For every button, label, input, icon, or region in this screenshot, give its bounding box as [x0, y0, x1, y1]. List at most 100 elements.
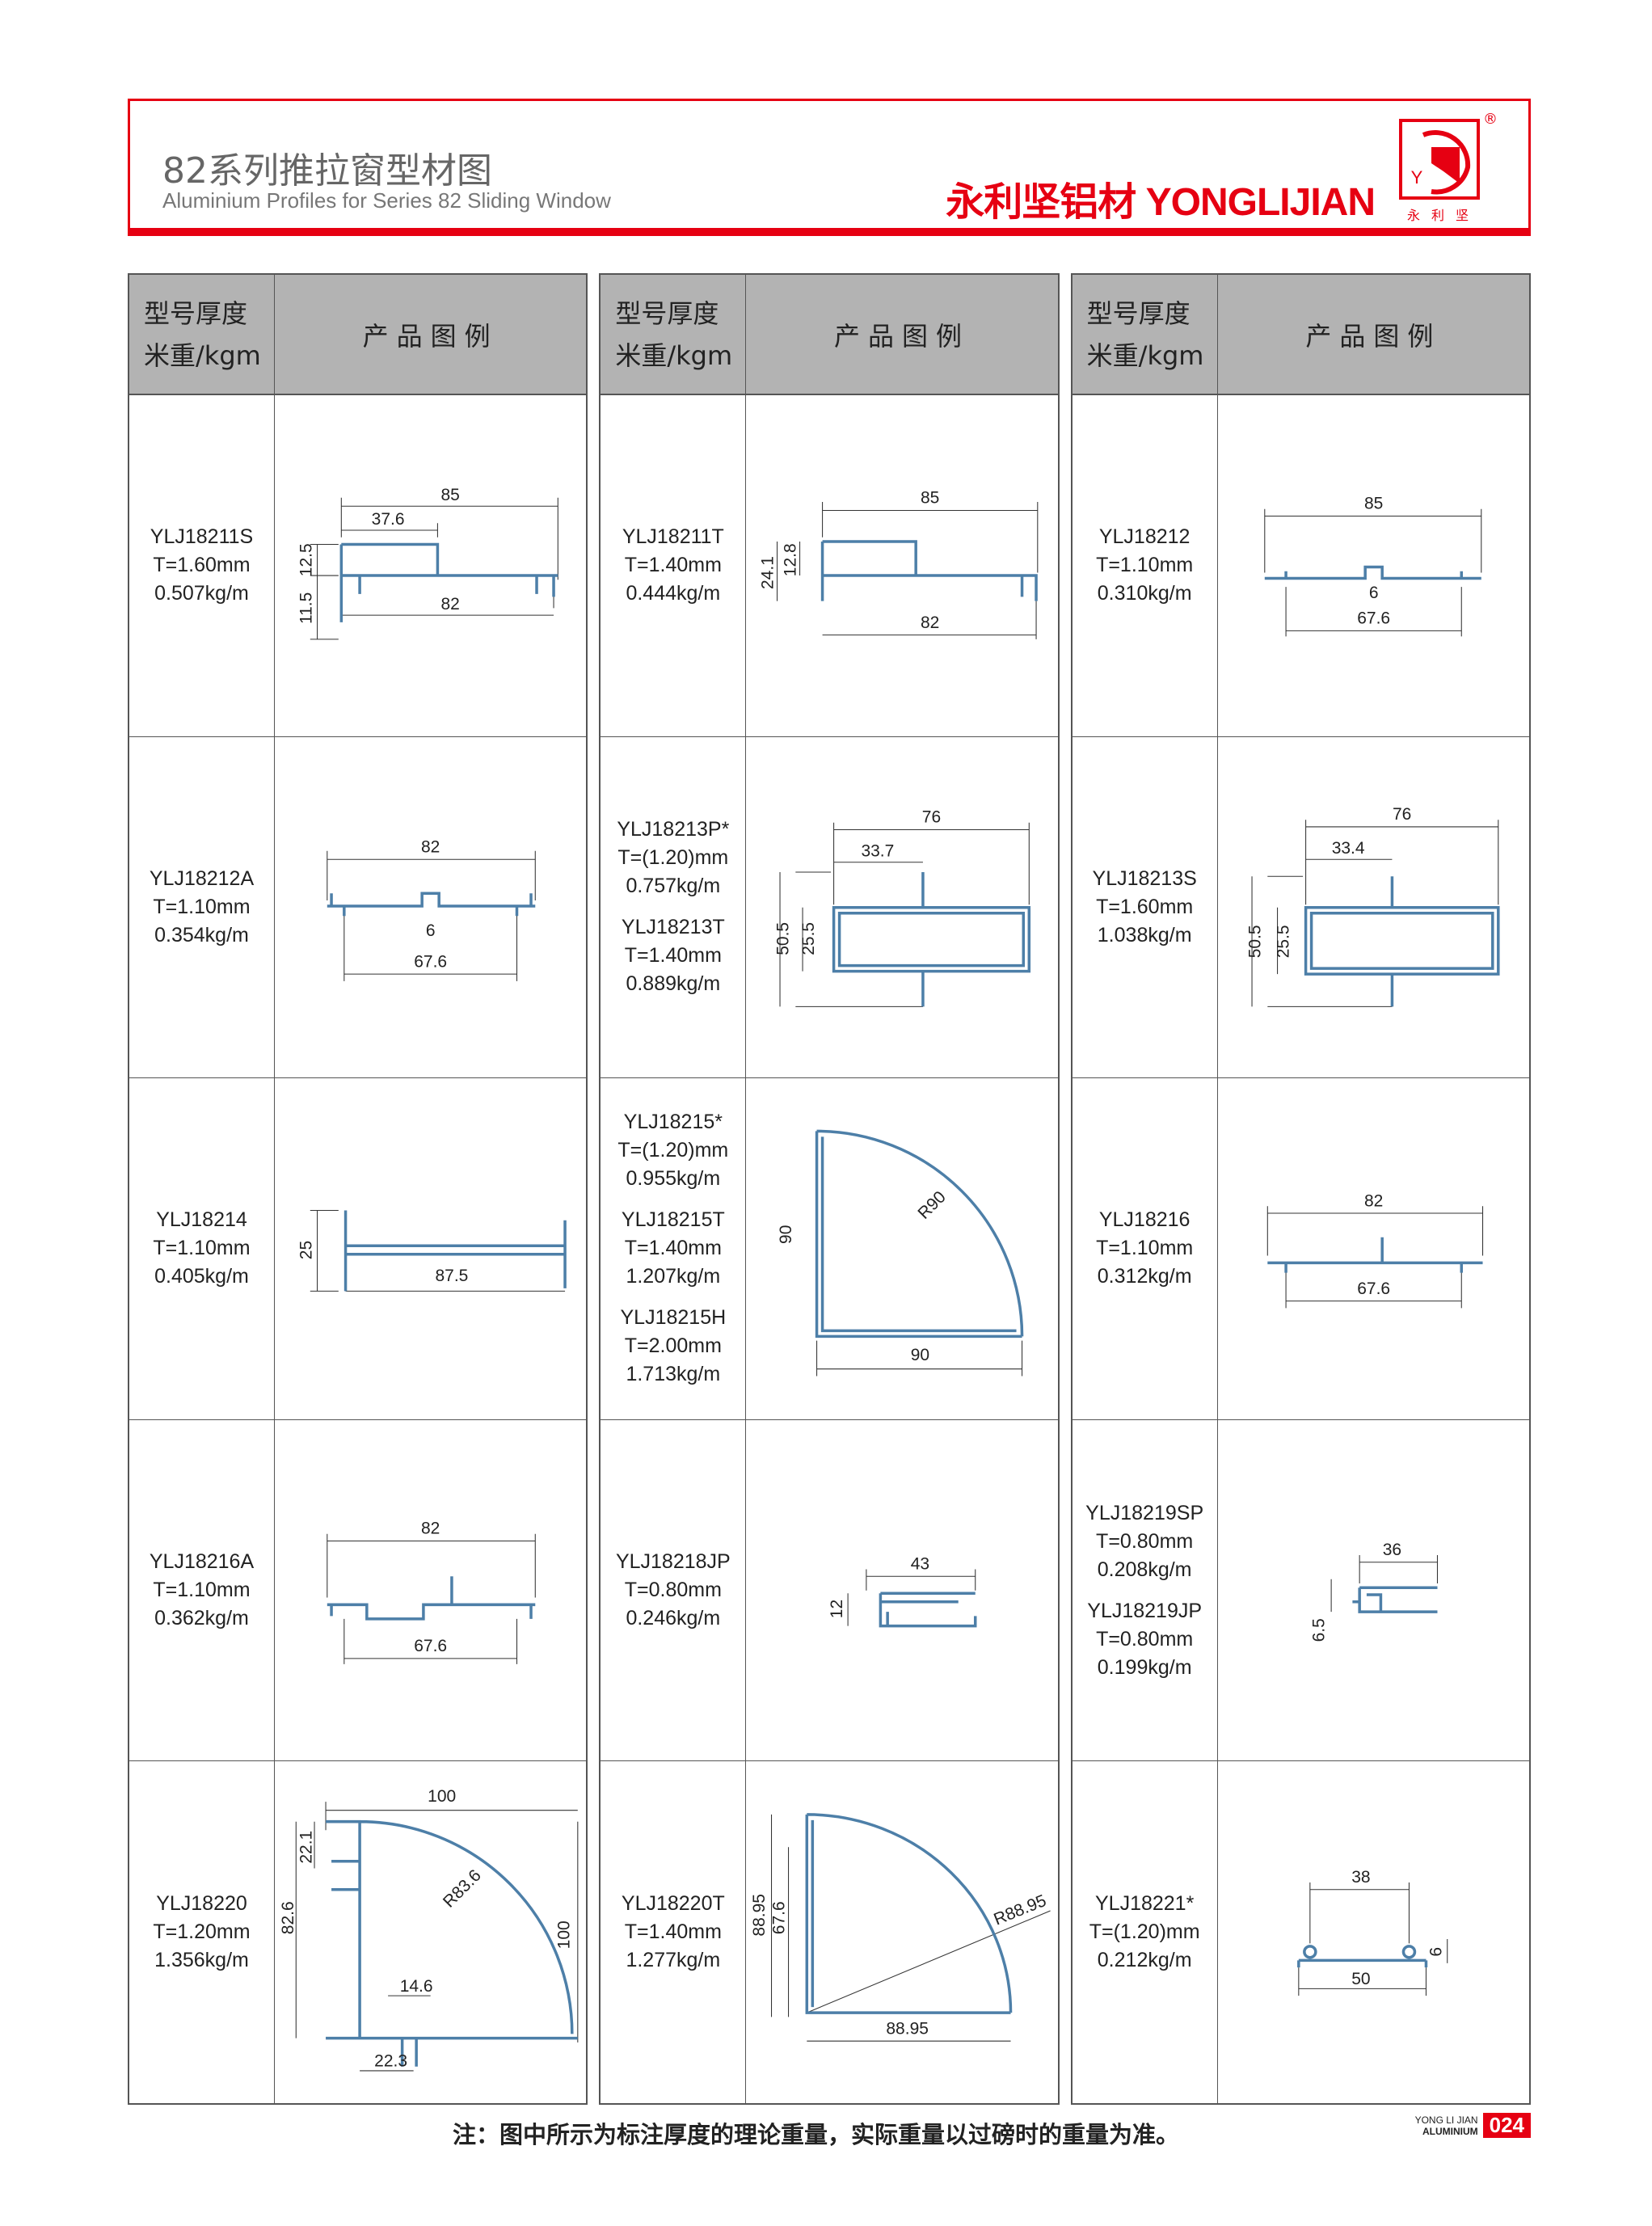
- model-code: YLJ18215T: [621, 1208, 725, 1232]
- dimension-label: 67.6: [1357, 1280, 1390, 1298]
- model-thickness: T=0.80mm: [1096, 1627, 1194, 1651]
- profile-drawing: 100 22.1 82.6 R83.6 100 14.6 22.3: [275, 1761, 586, 2103]
- dimension-label: 6: [1427, 1947, 1445, 1957]
- model-cell: YLJ18211T T=1.40mm 0.444kg/m: [601, 395, 747, 737]
- profile-drawing: 88.95 67.6 R88.95 88.95: [746, 1761, 1057, 2103]
- registered-mark: ®: [1483, 111, 1498, 128]
- profile-drawing: 90 R90 90: [746, 1078, 1058, 1420]
- model-weight: 0.444kg/m: [626, 582, 721, 605]
- header-line: 米重/kgm: [1086, 339, 1204, 371]
- dimension-label: 90: [911, 1346, 929, 1364]
- model-weight: 0.955kg/m: [626, 1167, 721, 1191]
- model-weight: 1.713kg/m: [626, 1363, 721, 1386]
- logo-subtitle: 永利坚: [1406, 208, 1480, 223]
- model-weight: 0.354kg/m: [154, 923, 249, 946]
- model-code: YLJ18215H: [620, 1306, 727, 1330]
- brand-name: 永利坚铝材 YONGLIJIAN: [946, 181, 1376, 224]
- dimension-label: 67.6: [1357, 609, 1390, 628]
- model-weight: 0.310kg/m: [1097, 582, 1192, 605]
- dimension-label: 43: [911, 1554, 929, 1573]
- header-line: 型号厚度: [1086, 297, 1191, 329]
- model-code: YLJ18211T: [622, 525, 724, 549]
- model-code: YLJ18216A: [149, 1550, 255, 1574]
- dimension-label: 85: [441, 486, 460, 504]
- dimension-label: 82: [921, 613, 939, 632]
- dimension-label: 25: [297, 1241, 316, 1259]
- model-thickness: T=(1.20)mm: [1089, 1920, 1200, 1944]
- model-weight: 0.208kg/m: [1097, 1558, 1192, 1581]
- model-thickness: T=1.40mm: [624, 554, 722, 577]
- page-title: 82系列推拉窗型材图: [162, 150, 492, 192]
- model-thickness: T=1.10mm: [153, 1237, 251, 1260]
- page-subtitle: Aluminium Profiles for Series 82 Sliding…: [162, 188, 611, 213]
- footer-brand-line: ALUMINIUM: [1422, 2125, 1478, 2137]
- dimension-label: 67.6: [770, 1902, 789, 1935]
- dimension-label: 82.6: [279, 1902, 297, 1935]
- model-thickness: T=1.10mm: [153, 1579, 251, 1602]
- model-code: YLJ18219SP: [1085, 1501, 1204, 1524]
- model-thickness: T=1.60mm: [1096, 895, 1194, 918]
- dimension-label: 22.1: [297, 1831, 316, 1864]
- model-code: YLJ18215*: [623, 1111, 723, 1134]
- model-code: YLJ18218JP: [615, 1550, 731, 1574]
- dimension-label: 6: [1368, 584, 1378, 602]
- profile-drawing: 76 33.4 50.5 25.5: [1217, 737, 1529, 1079]
- dimension-label: 14.6: [400, 1977, 433, 1996]
- model-thickness: T=1.60mm: [153, 554, 251, 577]
- model-column-header: 型号厚度米重/kgm: [1072, 275, 1218, 395]
- profile-drawing: 76 33.7 50.5 25.5: [746, 737, 1058, 1079]
- model-weight: 1.038kg/m: [1097, 923, 1192, 946]
- model-thickness: T=1.40mm: [624, 1237, 722, 1260]
- profile-drawing: 36 6.5: [1217, 1420, 1529, 1762]
- dimension-label: 36: [1382, 1541, 1401, 1559]
- dimension-label: 6: [426, 921, 436, 939]
- dimension-label: 85: [1364, 495, 1383, 513]
- dimension-label: 100: [428, 1788, 456, 1807]
- model-weight: 0.212kg/m: [1097, 1949, 1192, 1972]
- svg-text:Y: Y: [1411, 167, 1423, 188]
- dimension-label: 38: [1351, 1868, 1370, 1887]
- dimension-label: 24.1: [759, 556, 778, 589]
- header-banner: 82系列推拉窗型材图 Aluminium Profiles for Series…: [128, 99, 1531, 236]
- model-thickness: T=0.80mm: [624, 1579, 722, 1602]
- dimension-label: 76: [922, 807, 941, 826]
- brand-logo-icon: Y: [1399, 119, 1480, 200]
- model-code: YLJ18211S: [150, 525, 254, 549]
- model-code: YLJ18220: [156, 1892, 247, 1916]
- dimension-label: 25.5: [1274, 925, 1292, 958]
- dimension-label: R83.6: [440, 1866, 485, 1912]
- dimension-label: 50: [1351, 1971, 1370, 1989]
- dimension-label: 22.3: [374, 2052, 407, 2071]
- model-weight: 0.199kg/m: [1097, 1655, 1192, 1679]
- dimension-label: 6.5: [1309, 1618, 1328, 1642]
- profile-drawing: 85 6 67.6: [1217, 395, 1529, 737]
- header-line: 型号厚度: [144, 297, 248, 329]
- model-cell: YLJ18216A T=1.10mm 0.362kg/m: [129, 1419, 275, 1762]
- dimension-label: 76: [1393, 805, 1411, 824]
- model-column-header: 型号厚度米重/kgm: [129, 275, 275, 395]
- header-line: 米重/kgm: [615, 339, 733, 371]
- dimension-label: 12.8: [782, 543, 800, 576]
- model-weight: 0.362kg/m: [154, 1607, 249, 1630]
- model-thickness: T=(1.20)mm: [617, 1139, 729, 1162]
- dimension-label: 12: [828, 1600, 846, 1618]
- dimension-label: 82: [441, 595, 460, 613]
- dimension-label: 82: [1364, 1191, 1383, 1210]
- dimension-label: 82: [421, 837, 440, 856]
- model-weight: 0.312kg/m: [1097, 1265, 1192, 1288]
- model-thickness: T=1.10mm: [1096, 1237, 1194, 1260]
- profile-drawing: 82 67.6: [275, 1420, 587, 1762]
